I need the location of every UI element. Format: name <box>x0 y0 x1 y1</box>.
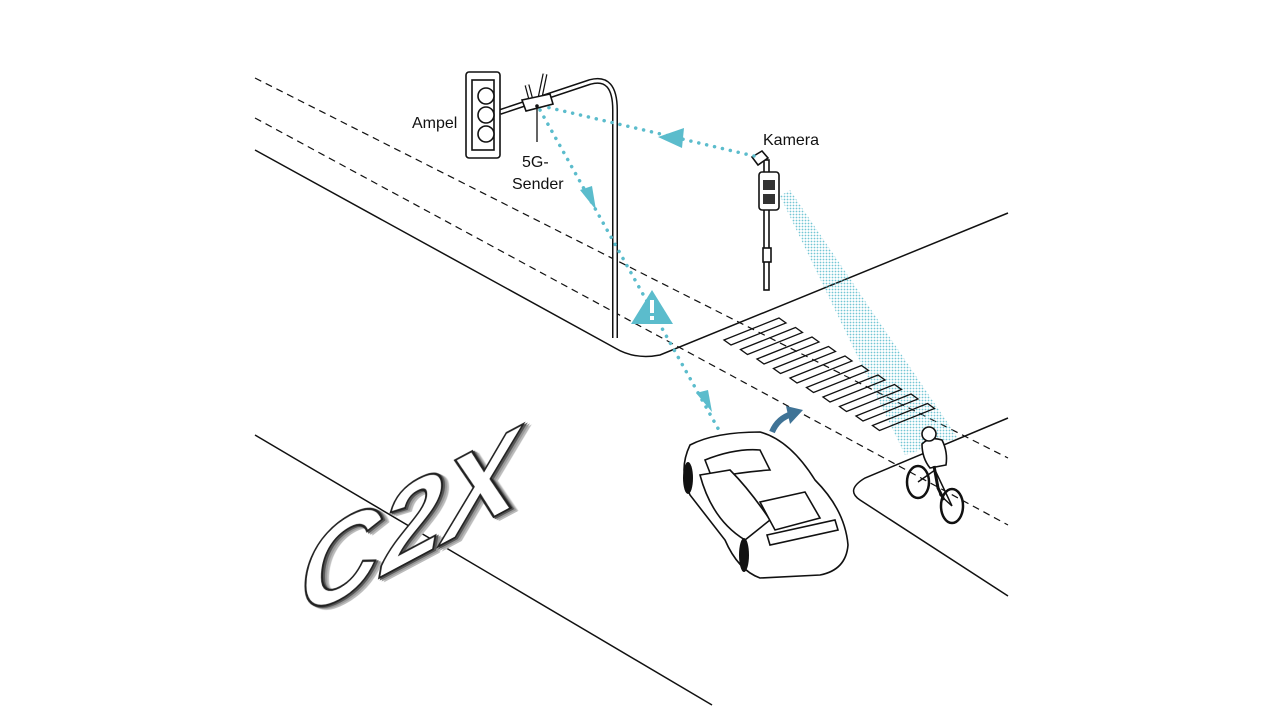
c2x-logo-text: C2X <box>300 401 524 644</box>
car-icon <box>683 431 849 579</box>
traffic-light-pole <box>499 77 618 338</box>
label-kamera: Kamera <box>763 132 819 149</box>
c2x-logo: C2X <box>299 400 525 645</box>
crosswalk-stripe <box>854 393 920 422</box>
camera-icon <box>750 149 770 167</box>
crosswalk-stripe <box>821 374 887 403</box>
crosswalk-stripe <box>838 383 903 413</box>
traffic-light-icon <box>465 71 501 159</box>
crosswalk-stripe <box>739 326 804 356</box>
crosswalk-stripe <box>755 336 821 365</box>
signal-paths <box>538 104 756 434</box>
5g-transmitter-icon <box>520 73 555 142</box>
crosswalk-stripe <box>805 364 870 394</box>
camera-detection-beam <box>780 190 958 455</box>
road-lines <box>254 77 1009 706</box>
cyclist-icon <box>905 426 965 525</box>
turn-arrow-icon <box>769 406 803 434</box>
signal-arrow-down-2 <box>696 390 712 412</box>
label-5g-line1: 5G- <box>522 154 549 171</box>
camera-pole-icon <box>758 159 780 291</box>
crosswalk-stripe <box>871 402 936 432</box>
signal-arrow-left <box>658 128 684 148</box>
crosswalk-stripe <box>772 345 837 375</box>
warning-icon <box>631 290 673 324</box>
signal-arrow-down-1 <box>580 186 596 210</box>
label-ampel: Ampel <box>412 115 457 132</box>
label-5g-line2: Sender <box>512 176 564 193</box>
crosswalk-stripe <box>788 355 854 384</box>
crosswalk <box>722 317 936 432</box>
crosswalk-stripe <box>722 317 788 346</box>
